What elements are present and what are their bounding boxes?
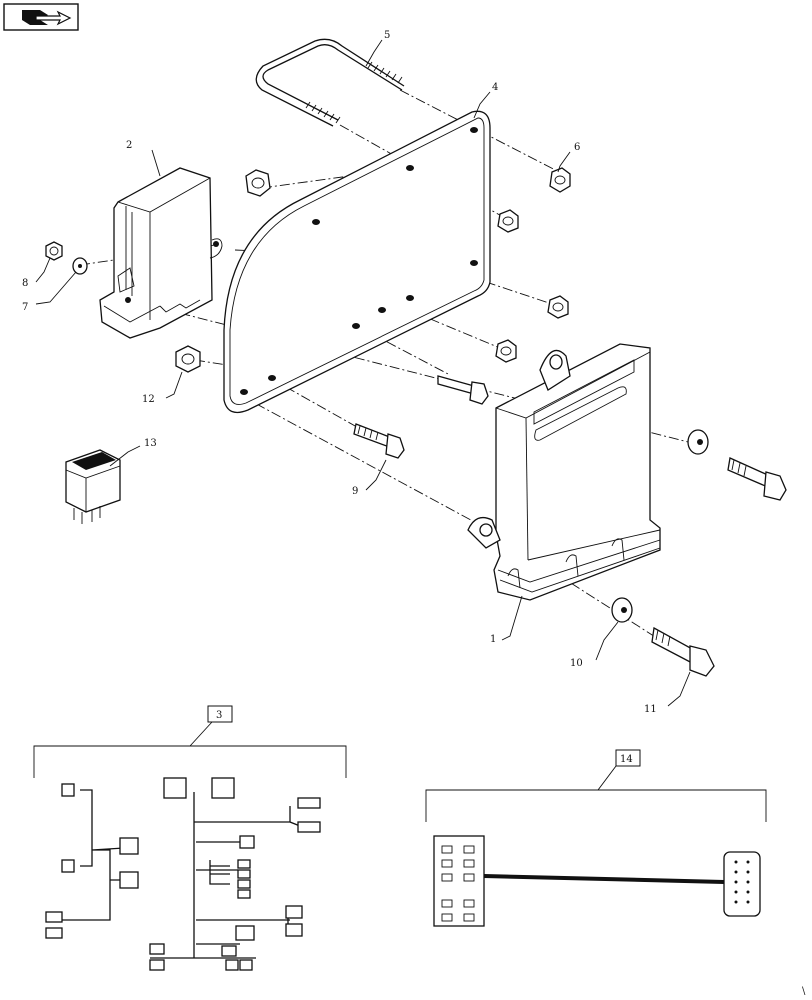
nut-d xyxy=(495,339,517,363)
harness-connectors xyxy=(45,777,321,971)
callout-10: 10 xyxy=(570,658,583,669)
washer-10 xyxy=(611,597,633,623)
callout-7: 7 xyxy=(22,302,28,313)
callout-8: 8 xyxy=(22,278,28,289)
callout-12: 12 xyxy=(142,394,155,405)
nut-c xyxy=(547,295,569,319)
relay-module xyxy=(99,167,223,339)
u-bolt xyxy=(255,38,405,127)
bolt-upper-left xyxy=(437,375,489,405)
callout-1: 1 xyxy=(490,634,496,645)
callout-6: 6 xyxy=(574,142,580,153)
nut-6 xyxy=(549,167,571,193)
callout-3: 3 xyxy=(216,710,222,721)
callout-5: 5 xyxy=(384,30,390,41)
washer-upper xyxy=(687,429,709,455)
nut-8 xyxy=(45,241,63,261)
washer-7 xyxy=(72,257,88,275)
bolt-9 xyxy=(353,423,405,459)
mounting-plate xyxy=(223,110,491,414)
rocker-switch xyxy=(65,449,121,524)
nut-12 xyxy=(175,345,201,373)
wiring-harness xyxy=(33,721,347,971)
nut-b xyxy=(497,209,519,233)
callout-13: 13 xyxy=(144,438,157,449)
next-page-arrow-icon[interactable] xyxy=(3,3,79,31)
callout-2: 2 xyxy=(126,140,132,151)
callout-9: 9 xyxy=(352,486,358,497)
corner-mark: \ xyxy=(802,986,806,997)
bolt-right xyxy=(727,457,787,501)
jumper-harness xyxy=(425,765,767,927)
bolt-11 xyxy=(651,626,715,677)
callout-numbers: 1 2 3 4 5 6 7 8 9 10 11 12 13 14 \ xyxy=(22,30,806,997)
callout-14-box: 14 xyxy=(615,749,641,767)
nut-large xyxy=(245,169,271,197)
callout-14: 14 xyxy=(620,754,633,765)
callout-11: 11 xyxy=(644,704,657,715)
controller-module xyxy=(467,343,661,601)
callout-4: 4 xyxy=(492,82,498,93)
callout-leaders xyxy=(35,39,691,707)
callout-3-box: 3 xyxy=(207,705,233,723)
